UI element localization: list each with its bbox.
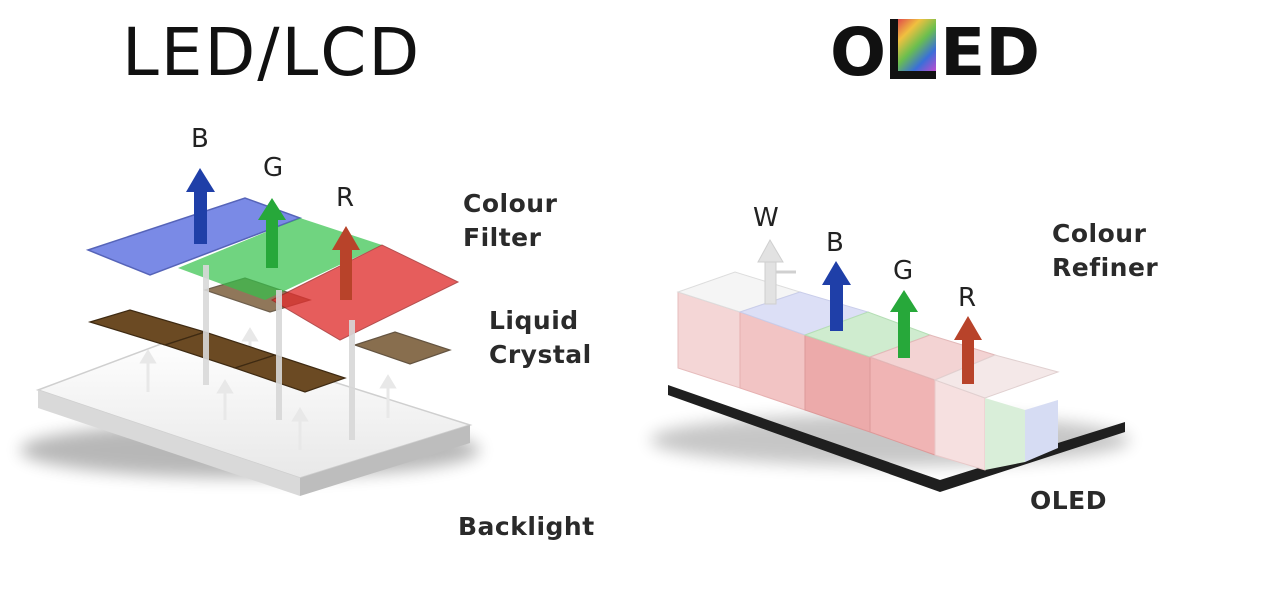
oled-title-o: O bbox=[830, 14, 887, 91]
oled-title-ed: ED bbox=[940, 14, 1040, 91]
oled-r-label: R bbox=[958, 283, 977, 313]
oled-title: O ED bbox=[830, 14, 1040, 91]
green-filter-panel bbox=[178, 218, 382, 300]
oled-layer-label: OLED bbox=[1030, 486, 1108, 515]
backlight-panel-edge bbox=[38, 390, 300, 496]
oled-white-arrow bbox=[757, 238, 796, 305]
oled-title-l-logo bbox=[890, 19, 937, 79]
lcd-r-label: R bbox=[336, 183, 355, 213]
lcd-g-label: G bbox=[263, 153, 284, 183]
light-columns bbox=[203, 265, 355, 440]
crystal-cell bbox=[353, 331, 452, 365]
oled-green-arrow bbox=[890, 290, 918, 358]
colour-filter-label: Colour Filter bbox=[463, 189, 558, 252]
liquid-crystal-label: Liquid Crystal bbox=[489, 306, 592, 369]
lcd-title: LED/LCD bbox=[122, 14, 422, 91]
oled-b-label: B bbox=[826, 228, 844, 258]
lcd-b-label: B bbox=[191, 124, 209, 154]
lcd-green-arrow bbox=[258, 198, 286, 268]
oled-base-slab bbox=[668, 385, 1125, 492]
oled-blue-arrow bbox=[822, 261, 851, 331]
colour-refiner-label: Colour Refiner bbox=[1052, 219, 1159, 282]
backlight-label: Backlight bbox=[458, 512, 595, 541]
oled-w-label: W bbox=[753, 203, 779, 233]
lcd-blue-arrow bbox=[186, 168, 215, 244]
lcd-red-arrow bbox=[332, 226, 360, 300]
oled-g-label: G bbox=[893, 256, 914, 286]
oled-red-arrow bbox=[954, 316, 982, 384]
